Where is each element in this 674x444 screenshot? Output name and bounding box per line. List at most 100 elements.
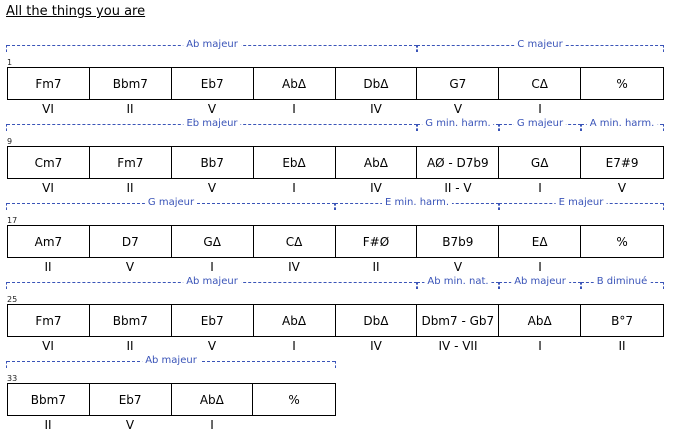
- key-region-tick: [663, 124, 664, 131]
- key-region-tick: [6, 361, 7, 368]
- chord-cell: AbΔ: [499, 305, 582, 336]
- chord-cell: AbΔ: [336, 147, 418, 178]
- degree-label: V: [207, 339, 217, 353]
- degree-label: V: [453, 102, 463, 116]
- key-region-tick: [499, 124, 500, 131]
- degree-label: I: [538, 181, 542, 195]
- chord-cell: F#Ø: [336, 226, 418, 257]
- chord-cell: Bbm7: [90, 68, 172, 99]
- bar-number: 17: [7, 216, 18, 225]
- degree-label: IV - VII: [438, 339, 478, 353]
- key-label: Ab majeur: [183, 39, 241, 51]
- chord-cell: DbΔ: [336, 305, 418, 336]
- key-region-tick: [335, 203, 336, 210]
- key-region-tick: [581, 124, 582, 131]
- chord-cell: D7: [90, 226, 172, 257]
- degree-label: IV: [288, 260, 300, 274]
- degree-label: I: [292, 102, 296, 116]
- chord-cell: Cm7: [8, 147, 90, 178]
- page-title: All the things you are: [6, 4, 146, 19]
- key-region-tick: [417, 282, 418, 289]
- key-label: E min. harm.: [381, 197, 453, 209]
- key-label: A min. harm.: [586, 118, 658, 130]
- key-region-tick: [499, 282, 500, 289]
- degree-label: I: [210, 418, 214, 432]
- chord-cell: Eb7: [172, 305, 254, 336]
- bar-number: 1: [7, 58, 13, 67]
- key-region-tick: [416, 45, 417, 52]
- bar-number: 9: [7, 137, 13, 146]
- degree-label: I: [210, 260, 214, 274]
- key-label: Ab min. nat.: [424, 276, 492, 288]
- key-label: Ab majeur: [183, 276, 241, 288]
- chord-cell: Fm7: [90, 147, 172, 178]
- chord-cell: DbΔ: [336, 68, 418, 99]
- chord-cell: Bbm7: [8, 384, 90, 415]
- chord-cell: AbΔ: [172, 384, 254, 415]
- chord-cell: EΔ: [499, 226, 582, 257]
- chord-cell: Eb7: [172, 68, 254, 99]
- chord-cell: Dbm7 - Gb7: [417, 305, 500, 336]
- chord-cell: %: [616, 234, 628, 249]
- key-region-tick: [580, 124, 581, 131]
- key-region-tick: [663, 282, 664, 289]
- chord-cell: EbΔ: [254, 147, 336, 178]
- key-label: Ab majeur: [511, 276, 569, 288]
- degree-label: IV: [370, 102, 382, 116]
- chord-cell: CΔ: [499, 68, 582, 99]
- degree-label: V: [207, 102, 217, 116]
- key-label: B diminué: [593, 276, 651, 288]
- chord-cell: AØ - D7b9: [417, 147, 500, 178]
- degree-label: II: [126, 181, 134, 195]
- key-region-tick: [581, 282, 582, 289]
- degree-label: V: [617, 181, 627, 195]
- chord-cell: %: [616, 76, 628, 91]
- key-region-tick: [416, 282, 417, 289]
- chord-cell: CΔ: [254, 226, 336, 257]
- key-region-tick: [335, 361, 336, 368]
- chart-row: Ab majeur Ab min. nat. Ab majeur B diminué 2…: [0, 275, 674, 365]
- key-region-tick: [498, 124, 499, 131]
- degree-row: II V I: [7, 418, 335, 432]
- degree-label: [253, 418, 335, 432]
- degree-label: II: [126, 102, 134, 116]
- key-region-tick: [6, 203, 7, 210]
- key-region-tick: [663, 45, 664, 52]
- key-region-tick: [417, 124, 418, 131]
- degree-label: V: [453, 260, 463, 274]
- degree-label: II - V: [444, 181, 472, 195]
- chord-cell: B7b9: [417, 226, 500, 257]
- key-region-tick: [663, 203, 664, 210]
- bar-number: 25: [7, 295, 18, 304]
- degree-label: II: [372, 260, 380, 274]
- degree-label: V: [125, 418, 135, 432]
- key-region-tick: [498, 282, 499, 289]
- chord-cell: Bbm7: [90, 305, 172, 336]
- key-label: G min. harm.: [422, 118, 494, 130]
- degree-label: I: [538, 339, 542, 353]
- degree-label: IV: [370, 339, 382, 353]
- chord-cell: AbΔ: [254, 68, 336, 99]
- degree-label: I: [538, 260, 542, 274]
- key-label: Ab majeur: [142, 355, 200, 367]
- degree-label: II: [618, 339, 626, 353]
- key-region-tick: [6, 45, 7, 52]
- degree-label: II: [44, 260, 52, 274]
- degree-label: II: [44, 418, 52, 432]
- degree-label: VI: [42, 181, 54, 195]
- key-region-tick: [417, 45, 418, 52]
- key-region-tick: [6, 124, 7, 131]
- key-region-tick: [498, 203, 499, 210]
- chord-cell: %: [288, 392, 300, 407]
- chord-cell: GΔ: [499, 147, 582, 178]
- key-label: G majeur: [144, 197, 198, 209]
- chord-cell: AbΔ: [254, 305, 336, 336]
- degree-label: I: [292, 181, 296, 195]
